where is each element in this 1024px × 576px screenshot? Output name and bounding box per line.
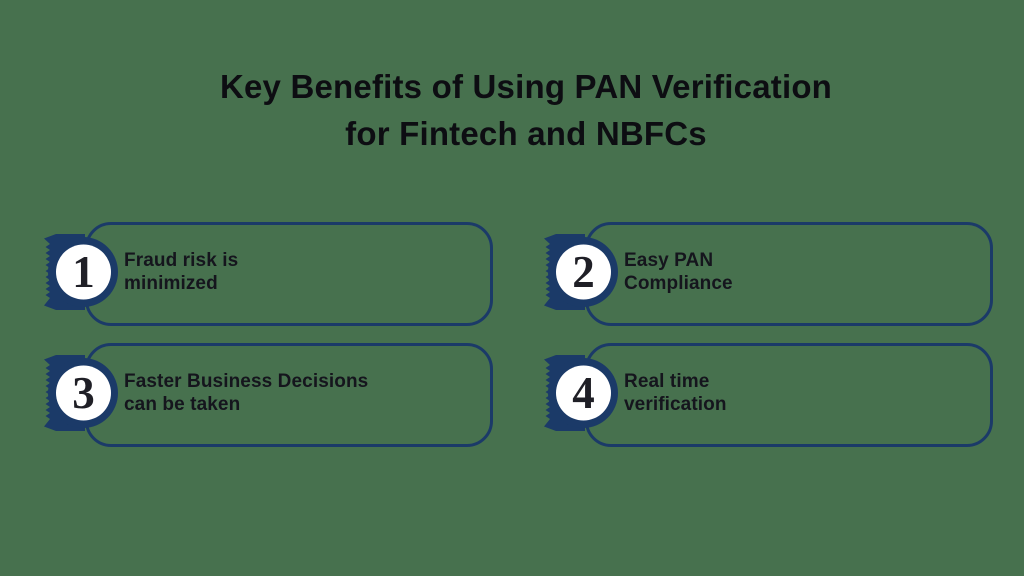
badge-inner-circle xyxy=(556,365,611,421)
badge-inner-circle xyxy=(556,244,611,300)
benefit-text: Easy PAN Compliance xyxy=(624,249,733,295)
ribbon-number-badge-icon: 3 xyxy=(44,355,118,431)
ribbon-number-badge-icon: 2 xyxy=(544,234,618,310)
benefit-text: Faster Business Decisions can be taken xyxy=(124,370,369,416)
badge-number: 3 xyxy=(72,368,95,418)
benefit-card-1: 1 Fraud risk is minimized xyxy=(44,222,493,326)
ribbon-number-badge-icon: 1 xyxy=(44,234,118,310)
badge-inner-circle xyxy=(56,244,111,300)
benefit-card-2: 2 Easy PAN Compliance xyxy=(544,222,993,326)
badge-number: 2 xyxy=(572,247,595,297)
page-title-line-2: for Fintech and NBFCs xyxy=(345,115,707,152)
benefit-card-4: 4 Real time verification xyxy=(544,343,993,447)
benefit-text: Real time verification xyxy=(624,370,727,416)
benefit-text: Fraud risk is minimized xyxy=(124,249,239,295)
page-title: Key Benefits of Using PAN Verification f… xyxy=(14,63,1024,157)
ribbon-number-badge-icon: 4 xyxy=(544,355,618,431)
page-title-line-1: Key Benefits of Using PAN Verification xyxy=(219,68,833,105)
badge-number: 1 xyxy=(72,247,95,297)
badge-inner-circle xyxy=(56,365,111,421)
badge-number: 4 xyxy=(572,368,595,418)
benefit-card-3: 3 Faster Business Decisions can be taken xyxy=(44,343,493,447)
